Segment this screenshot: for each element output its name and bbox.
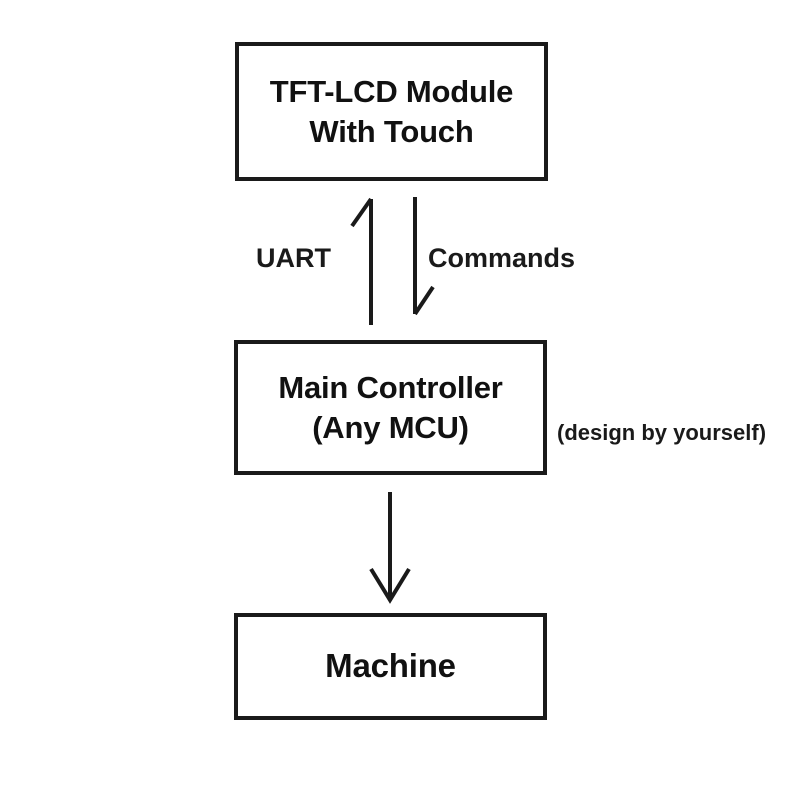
annotation-design-by-yourself: (design by yourself) bbox=[557, 420, 767, 445]
node-main-controller-label-line-1: Main Controller bbox=[278, 369, 503, 405]
node-main-controller[interactable]: Main Controller (Any MCU) bbox=[234, 340, 547, 475]
edge-mcu-to-machine-arrow bbox=[369, 492, 411, 604]
node-machine-label-line-1: Machine bbox=[325, 647, 456, 685]
edge-mcu-to-lcd-arrow bbox=[350, 197, 373, 325]
edge-label-uart: UART bbox=[256, 243, 331, 273]
node-tft-lcd-module-label-line-1: TFT-LCD Module bbox=[269, 73, 514, 109]
node-tft-lcd-module[interactable]: TFT-LCD Module With Touch bbox=[235, 42, 548, 181]
node-tft-lcd-module-label-line-2: With Touch bbox=[309, 113, 474, 149]
node-machine[interactable]: Machine bbox=[234, 613, 547, 720]
node-main-controller-label-line-2: (Any MCU) bbox=[312, 409, 469, 445]
edge-label-commands: Commands bbox=[428, 243, 576, 273]
